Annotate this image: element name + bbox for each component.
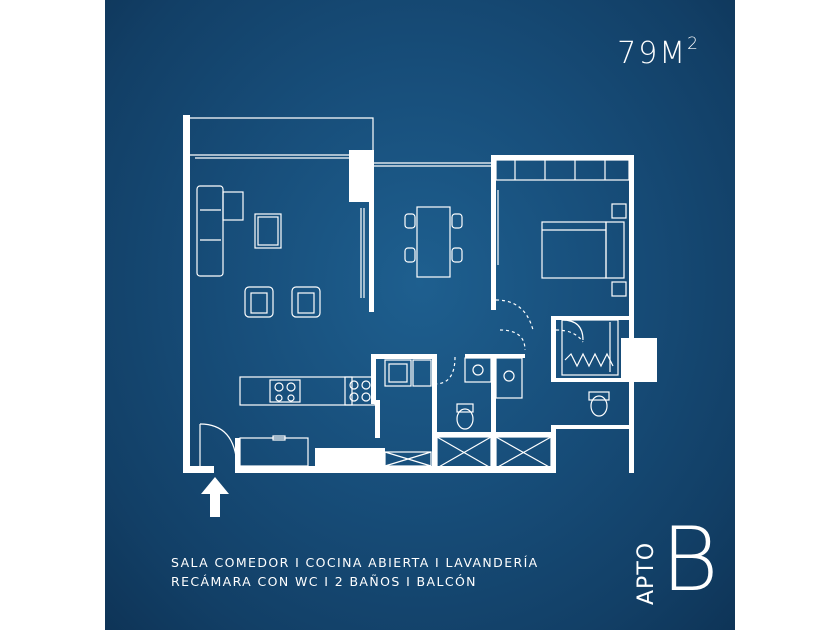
- dining-table: [416, 206, 451, 278]
- wall-bottom-main: [235, 466, 555, 473]
- bedroom-door-swing: [495, 299, 534, 331]
- wall-bottom-left: [183, 466, 214, 473]
- laundry-sink: [384, 451, 432, 467]
- area-unit-exponent: 2: [687, 34, 698, 54]
- wall-bath1-top: [465, 354, 495, 358]
- stove: [344, 376, 376, 406]
- features-list: SALA COMEDOR I COCINA ABIERTA I LAVANDER…: [171, 553, 539, 591]
- features-line-1: SALA COMEDOR I COCINA ABIERTA I LAVANDER…: [171, 555, 539, 570]
- wall-kitchen-right: [371, 354, 376, 404]
- area-value: 79M: [617, 36, 688, 71]
- column-right: [621, 338, 657, 382]
- bath-door-swing-1: [434, 356, 456, 385]
- balcony-rail: [190, 117, 374, 155]
- wall-kitchen-bottom-left: [235, 438, 240, 473]
- shower-2: [495, 436, 552, 469]
- wall-bath2-top: [551, 378, 629, 382]
- up-arrow-icon: [201, 477, 229, 517]
- shower-1: [436, 436, 492, 469]
- features-line-2: RECÁMARA CON WC I 2 BAÑOS I BALCÓN: [171, 574, 477, 589]
- kitchen-counter-bottom: [239, 437, 309, 467]
- washer: [384, 359, 412, 387]
- wall-left: [183, 115, 190, 473]
- entry-door-swing: [199, 423, 238, 467]
- wall-right: [629, 155, 634, 473]
- wall-bedroom-top: [491, 155, 634, 160]
- floor-plan-drawing: [183, 115, 657, 517]
- wall-living-dining: [369, 150, 374, 312]
- wall-bath2-bottom: [551, 425, 629, 429]
- wall-bath2-top-left: [495, 354, 525, 358]
- apartment-letter: B: [661, 508, 719, 611]
- wall-bath2-left: [551, 425, 556, 473]
- area-label: 79M2: [617, 34, 698, 71]
- floor-plan-panel: 79M2: [105, 0, 735, 630]
- wardrobe-top: [495, 159, 630, 181]
- sink-2: [495, 357, 523, 399]
- wall-closet-top: [551, 316, 629, 320]
- closet-door-swing: [555, 329, 584, 343]
- toilet-3: [588, 391, 610, 401]
- toilet-1: [456, 403, 474, 413]
- armchair-left: [244, 286, 274, 318]
- sofa: [196, 185, 224, 277]
- sink-1: [464, 357, 492, 383]
- coffee-table: [254, 213, 282, 249]
- wall-laundry-fill: [315, 448, 385, 466]
- kitchen-island: [239, 376, 353, 406]
- armchair-right: [291, 286, 321, 318]
- wall-dining-bedroom: [491, 155, 496, 310]
- dryer: [412, 359, 432, 387]
- wall-bath-split: [491, 354, 496, 473]
- wall-bedroom-bath: [551, 316, 556, 380]
- wall-bath1-right: [432, 354, 437, 473]
- wall-kitchen-top: [371, 354, 436, 359]
- bath-door-swing-2: [499, 329, 526, 351]
- closet: [561, 319, 619, 376]
- wall-laundry-left: [375, 400, 380, 438]
- apartment-word: APTO: [634, 541, 659, 605]
